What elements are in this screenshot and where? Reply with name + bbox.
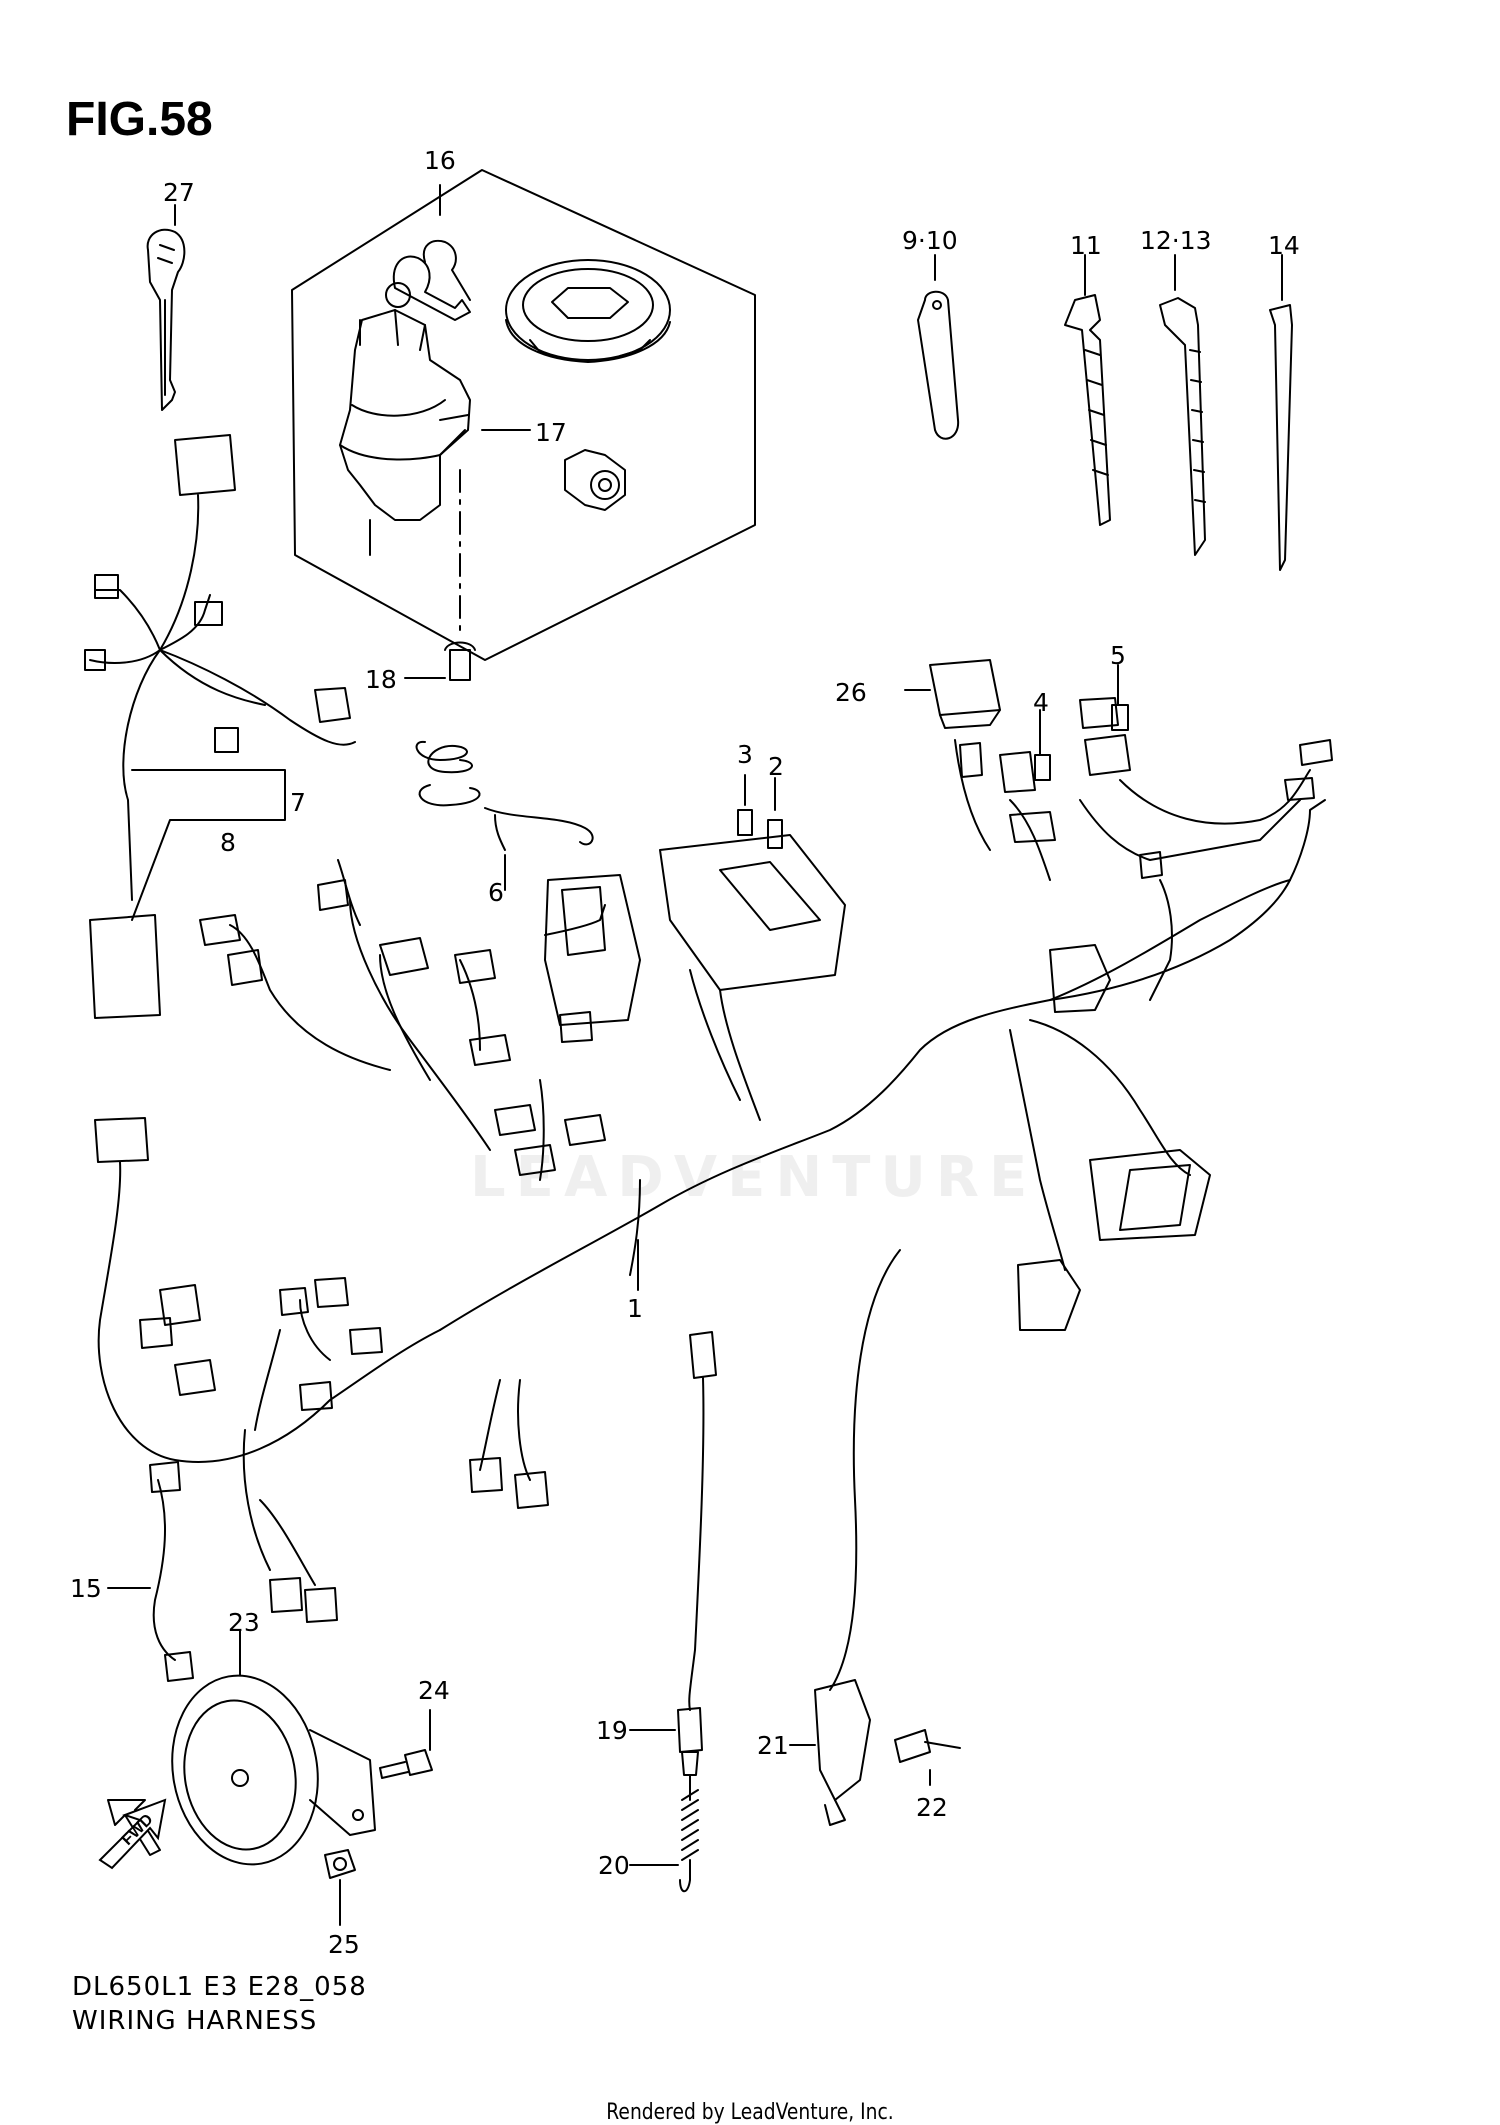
callout-7: 7 [290, 788, 306, 817]
callout-3: 3 [737, 740, 753, 769]
callout-16: 16 [424, 146, 456, 175]
callout-24: 24 [418, 1676, 450, 1705]
parts-2-5-fuses [738, 665, 1128, 848]
part-18-screw [405, 643, 475, 681]
callout-5: 5 [1110, 641, 1126, 670]
figure-name: WIRING HARNESS [72, 2006, 318, 2036]
callout-19: 19 [596, 1716, 628, 1745]
part-1-main-harness [95, 698, 1332, 1622]
callout-26: 26 [835, 678, 867, 707]
parts-7-8-sub-harness [85, 435, 355, 1018]
callout-20: 20 [598, 1851, 630, 1880]
watermark: LEADVENTURE [470, 1145, 1038, 1210]
callout-4: 4 [1033, 688, 1049, 717]
figure-title: FIG.58 [66, 93, 213, 146]
part-15-lead [108, 1462, 193, 1681]
callout-2: 2 [768, 752, 784, 781]
part-16-ignition-set [292, 170, 755, 660]
callout-18: 18 [365, 665, 397, 694]
render-credit: Rendered by LeadVenture, Inc. [606, 2100, 894, 2125]
part-26-relay [905, 660, 1000, 728]
part-6-spring [417, 742, 593, 890]
callout-8: 8 [220, 828, 236, 857]
callout-21: 21 [757, 1731, 789, 1760]
callout-17: 17 [535, 418, 567, 447]
part-27-key [148, 205, 185, 410]
callout-15: 15 [70, 1574, 102, 1603]
callout-1: 1 [627, 1294, 643, 1323]
callout-6: 6 [488, 878, 504, 907]
part-24-bolt [380, 1710, 432, 1778]
callout-9-10: 9·10 [902, 226, 958, 255]
callout-23: 23 [228, 1608, 260, 1637]
callout-11: 11 [1070, 231, 1102, 260]
callout-27: 27 [163, 178, 195, 207]
part-21-22-switch [790, 1250, 960, 1825]
part-25-nut [325, 1850, 355, 1925]
fwd-arrow-icon: FWD [100, 1800, 165, 1868]
callout-12-13: 12·13 [1140, 226, 1212, 255]
part-19-20-switch [630, 1332, 716, 1891]
callout-25: 25 [328, 1930, 360, 1959]
callout-14: 14 [1268, 231, 1300, 260]
parts-9-14-clamps [918, 255, 1292, 570]
callout-22: 22 [916, 1793, 948, 1822]
part-23-horn [108, 1630, 375, 1876]
figure-code: DL650L1 E3 E28_058 [72, 1972, 367, 2002]
